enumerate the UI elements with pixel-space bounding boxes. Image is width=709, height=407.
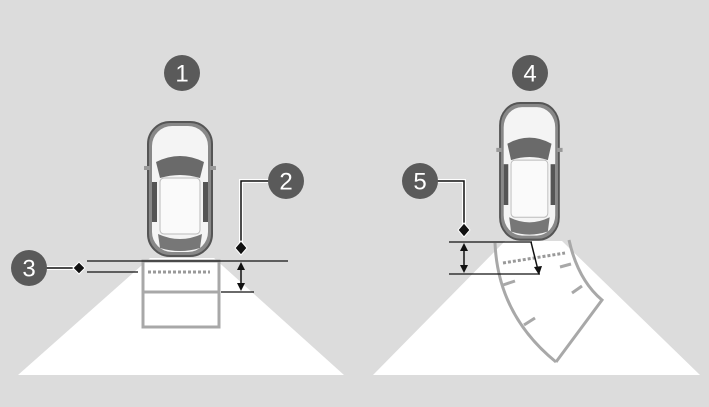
car-icon <box>143 121 217 257</box>
camera-view-area <box>18 258 344 375</box>
diamond-marker <box>72 261 86 275</box>
callout-2-leader <box>239 179 270 246</box>
callout-1: 1 <box>164 55 200 91</box>
left-panel-straight-guide: 1 2 3 <box>11 55 344 375</box>
callout-2-label: 2 <box>279 169 292 196</box>
diamond-marker <box>457 222 471 238</box>
callout-4: 4 <box>512 55 548 91</box>
arrow-icon <box>530 241 542 275</box>
car-icon <box>495 101 564 241</box>
callout-4-label: 4 <box>523 61 536 88</box>
distance-dotted-line <box>502 251 566 265</box>
diamond-marker <box>234 240 248 256</box>
double-arrow-icon <box>460 243 468 273</box>
callout-5-label: 5 <box>413 169 426 196</box>
callout-5-leader <box>436 179 466 228</box>
double-arrow-icon <box>237 262 245 291</box>
callout-2: 2 <box>268 163 304 199</box>
callout-3-label: 3 <box>22 256 35 283</box>
right-panel-curved-guide: 4 5 <box>373 55 700 375</box>
curved-guide-lines <box>493 239 605 364</box>
camera-view-area <box>373 241 700 375</box>
callout-5: 5 <box>402 163 438 199</box>
callout-3: 3 <box>11 250 47 286</box>
callout-1-label: 1 <box>175 61 188 88</box>
